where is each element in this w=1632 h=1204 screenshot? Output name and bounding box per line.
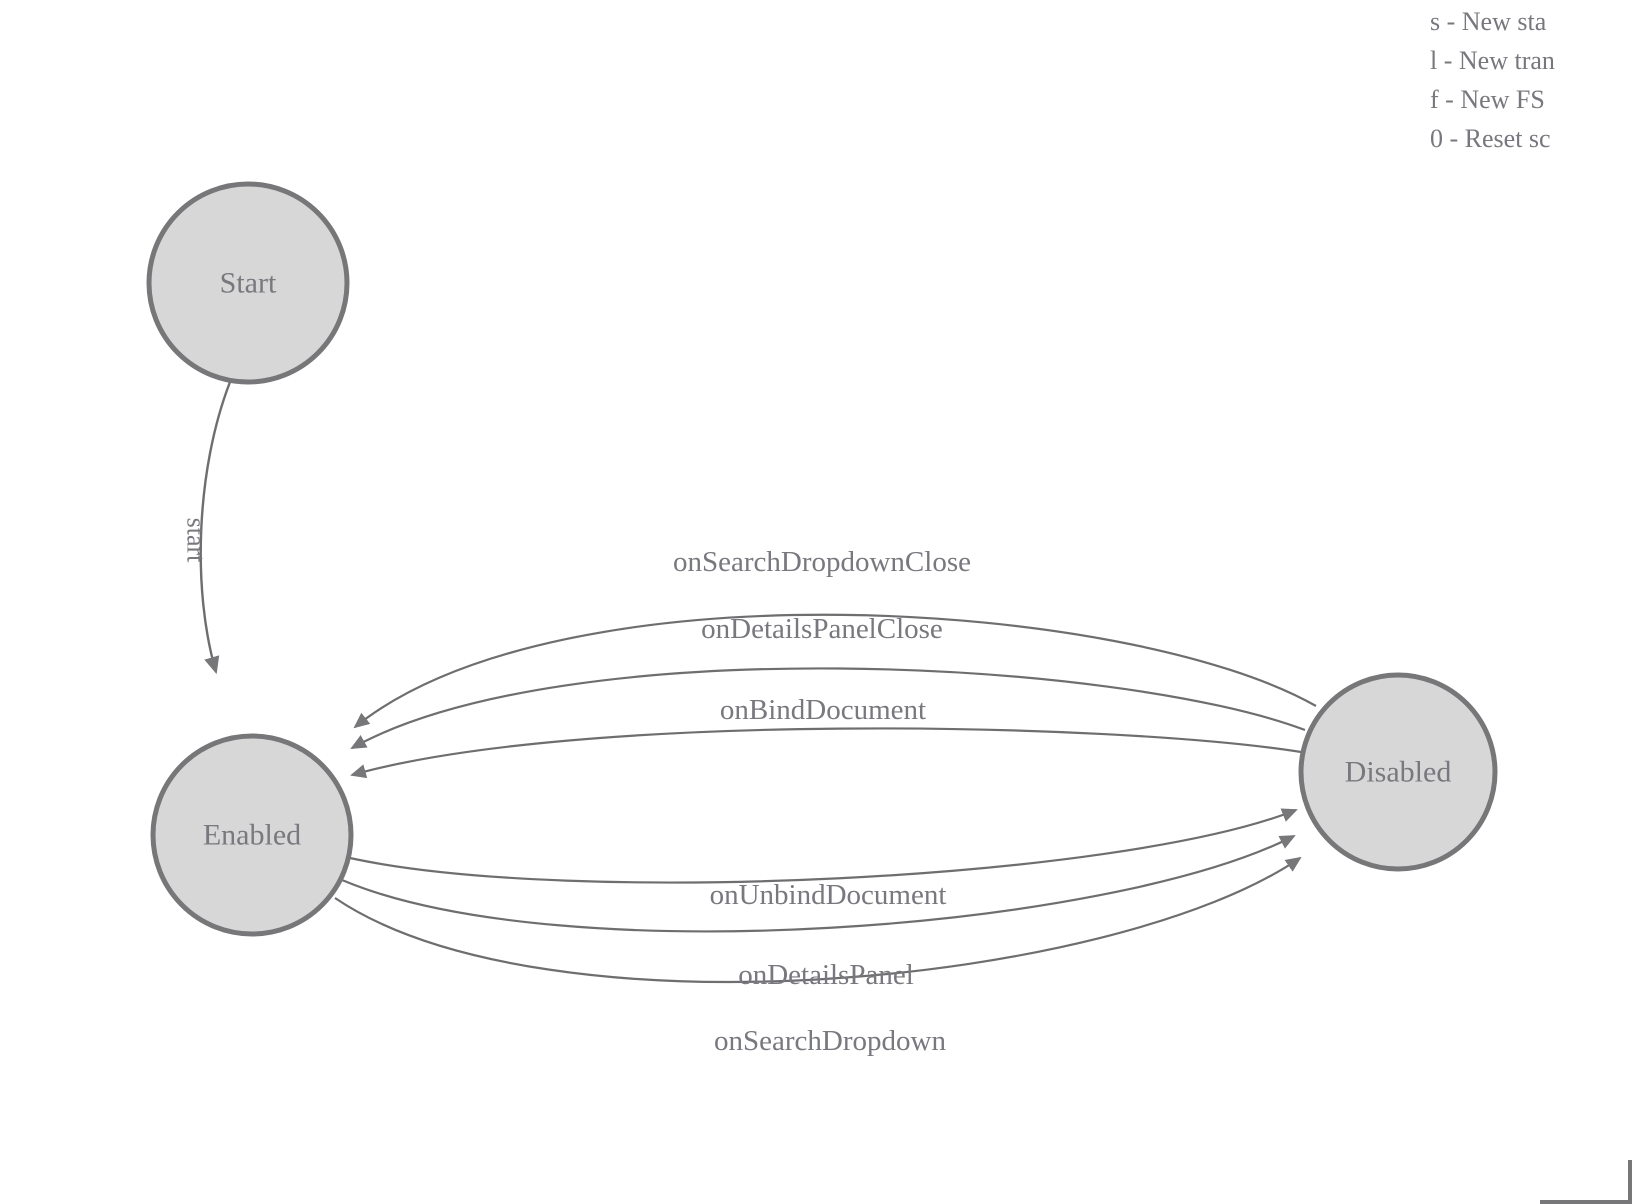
transition-label-search-dropdown-close[interactable]: onSearchDropdownClose <box>673 546 971 578</box>
edge-layer <box>199 381 1317 984</box>
state-circle-disabled[interactable] <box>1298 672 1498 872</box>
node-layer: Start Enabled Disabled <box>146 181 1498 937</box>
panel-edge-vertical <box>1628 1160 1632 1204</box>
transition-label-bind-document[interactable]: onBindDocument <box>720 694 926 726</box>
state-node-enabled[interactable]: Enabled <box>150 733 354 937</box>
state-circle-enabled[interactable] <box>150 733 354 937</box>
state-label-start: Start <box>220 267 277 300</box>
transition-label-search-dropdown[interactable]: onSearchDropdown <box>714 1025 946 1057</box>
transition-label-details-panel-close[interactable]: onDetailsPanelClose <box>701 613 943 645</box>
transition-path-search-dropdown[interactable] <box>334 856 1302 984</box>
state-node-start[interactable]: Start <box>146 181 350 385</box>
state-label-enabled: Enabled <box>203 819 301 852</box>
transition-path-search-dropdown-close[interactable] <box>353 613 1317 729</box>
state-node-disabled[interactable]: Disabled <box>1298 672 1498 872</box>
state-circle-start[interactable] <box>146 181 350 385</box>
transition-path-bind-document[interactable] <box>350 727 1302 779</box>
transition-label-start[interactable]: start <box>182 518 211 564</box>
transition-path-start[interactable] <box>199 381 232 675</box>
transition-label-details-panel[interactable]: onDetailsPanel <box>738 959 914 991</box>
panel-edge-horizontal <box>1540 1200 1632 1204</box>
state-label-disabled: Disabled <box>1345 756 1452 789</box>
edge-label-layer: start onSearchDropdownClose onDetailsPan… <box>182 518 972 1057</box>
transition-path-unbind-document[interactable] <box>349 808 1298 884</box>
transition-path-details-panel[interactable] <box>341 835 1296 933</box>
transition-label-unbind-document[interactable]: onUnbindDocument <box>710 879 947 911</box>
transition-path-details-panel-close[interactable] <box>350 667 1306 749</box>
